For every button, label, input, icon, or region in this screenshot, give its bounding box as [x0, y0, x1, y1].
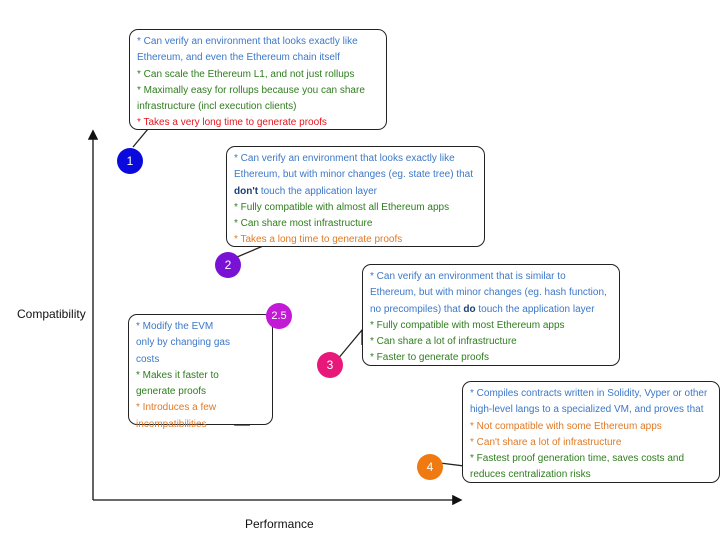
- callout-text: * Not compatible with some Ethereum apps: [470, 420, 662, 432]
- callout-line: reduces centralization risks: [470, 467, 712, 483]
- marker-3: 3: [317, 352, 343, 378]
- callout-text: * Can share a lot of infrastructure: [370, 336, 517, 348]
- emphasis-text: don't: [234, 185, 259, 197]
- callout-box-2-5: * Modify the EVM only by changing gas cost…: [128, 314, 273, 430]
- marker-2: 2: [215, 252, 241, 278]
- callout-line: * Modify the EVM: [136, 319, 265, 335]
- callout-text: touch the application layer: [475, 303, 595, 315]
- callout-text: costs: [136, 353, 160, 365]
- callout-line: Ethereum, but with minor changes (eg. ha…: [370, 285, 612, 301]
- callout-line: * Compiles contracts written in Solidity…: [470, 386, 712, 402]
- callout-line: * Can verify an environment that is simi…: [370, 269, 612, 285]
- callout-line: * Introduces a few: [136, 400, 265, 416]
- marker-4: 4: [417, 454, 443, 480]
- callout-line: infrastructure (incl execution clients): [137, 99, 379, 115]
- callout-line: Ethereum, but with minor changes (eg. st…: [234, 167, 477, 183]
- callout-text: * Compiles contracts written in Solidity…: [470, 388, 708, 399]
- callout-line: don't touch the application layer: [234, 184, 477, 200]
- callout-line: * Fully compatible with most Ethereum ap…: [370, 318, 612, 334]
- y-axis-label: Compatibility: [17, 307, 86, 321]
- callout-text: * Can share most infrastructure: [234, 218, 373, 230]
- callout-text: * Takes a long time to generate proofs: [234, 234, 403, 246]
- callout-text: touch the application layer: [258, 185, 378, 197]
- callout-text: * Fully compatible with almost all Ether…: [234, 201, 450, 213]
- callout-line: high-level langs to a specialized VM, an…: [470, 402, 712, 418]
- callout-text: only by changing gas: [136, 337, 230, 349]
- marker-2-5: 2.5: [266, 303, 292, 329]
- callout-box-1: * Can verify an environment that looks e…: [129, 29, 387, 130]
- callout-line: * Makes it faster to: [136, 368, 265, 384]
- callout-line: * Maximally easy for rollups because you…: [137, 83, 379, 99]
- callout-text: incompatibilities: [136, 418, 207, 430]
- callout-text: Ethereum, but with minor changes (eg. st…: [234, 169, 474, 181]
- callout-text: * Can't share a lot of infrastructure: [470, 436, 622, 448]
- callout-text: * Fastest proof generation time, saves c…: [470, 453, 684, 465]
- callout-line: * Takes a long time to generate proofs: [234, 232, 477, 248]
- callout-line: * Fastest proof generation time, saves c…: [470, 451, 712, 467]
- marker-1: 1: [117, 148, 143, 174]
- callout-line: * Faster to generate proofs: [370, 350, 612, 366]
- callout-text: generate proofs: [136, 386, 207, 398]
- callout-line: * Fully compatible with almost all Ether…: [234, 200, 477, 216]
- callout-text: * Takes a very long time to generate pro…: [137, 117, 327, 129]
- callout-text: * Introduces a few: [136, 402, 217, 414]
- callout-line: * Can verify an environment that looks e…: [137, 34, 379, 50]
- callout-text: * Modify the EVM: [136, 321, 214, 332]
- callout-box-4: * Compiles contracts written in Solidity…: [462, 381, 720, 483]
- callout-line: costs: [136, 352, 265, 368]
- callout-text: * Faster to generate proofs: [370, 352, 489, 364]
- callout-line: Ethereum, and even the Ethereum chain it…: [137, 50, 379, 66]
- callout-text: * Fully compatible with most Ethereum ap…: [370, 319, 565, 331]
- callout-text: Ethereum, but with minor changes (eg. ha…: [370, 287, 607, 299]
- callout-line: * Can't share a lot of infrastructure: [470, 435, 712, 451]
- callout-box-3: * Can verify an environment that is simi…: [362, 264, 620, 366]
- callout-text: * Can verify an environment that looks e…: [234, 153, 455, 164]
- callout-text: * Makes it faster to: [136, 369, 219, 381]
- callout-line: * Can scale the Ethereum L1, and not jus…: [137, 67, 379, 83]
- callout-text: no precompiles) that: [370, 303, 464, 315]
- callout-text: Ethereum, and even the Ethereum chain it…: [137, 52, 340, 64]
- callout-text: high-level langs to a specialized VM, an…: [470, 404, 704, 416]
- callout-line: * Can verify an environment that looks e…: [234, 151, 477, 167]
- emphasis-text: do: [463, 303, 476, 315]
- callout-text: * Can verify an environment that is simi…: [370, 271, 566, 282]
- callout-box-2: * Can verify an environment that looks e…: [226, 146, 485, 247]
- callout-line: * Can share most infrastructure: [234, 216, 477, 232]
- callout-line: * Can share a lot of infrastructure: [370, 334, 612, 350]
- x-axis-label: Performance: [245, 517, 314, 531]
- callout-line: * Not compatible with some Ethereum apps: [470, 419, 712, 435]
- callout-text: reduces centralization risks: [470, 469, 591, 481]
- callout-line: * Takes a very long time to generate pro…: [137, 115, 379, 131]
- callout-line: no precompiles) that do touch the applic…: [370, 302, 612, 318]
- callout-line: incompatibilities: [136, 417, 265, 433]
- callout-text: * Can verify an environment that looks e…: [137, 36, 358, 47]
- callout-line: only by changing gas: [136, 335, 265, 351]
- callout-text: * Maximally easy for rollups because you…: [137, 84, 365, 96]
- callout-text: infrastructure (incl execution clients): [137, 101, 297, 113]
- callout-text: * Can scale the Ethereum L1, and not jus…: [137, 68, 355, 80]
- callout-line: generate proofs: [136, 384, 265, 400]
